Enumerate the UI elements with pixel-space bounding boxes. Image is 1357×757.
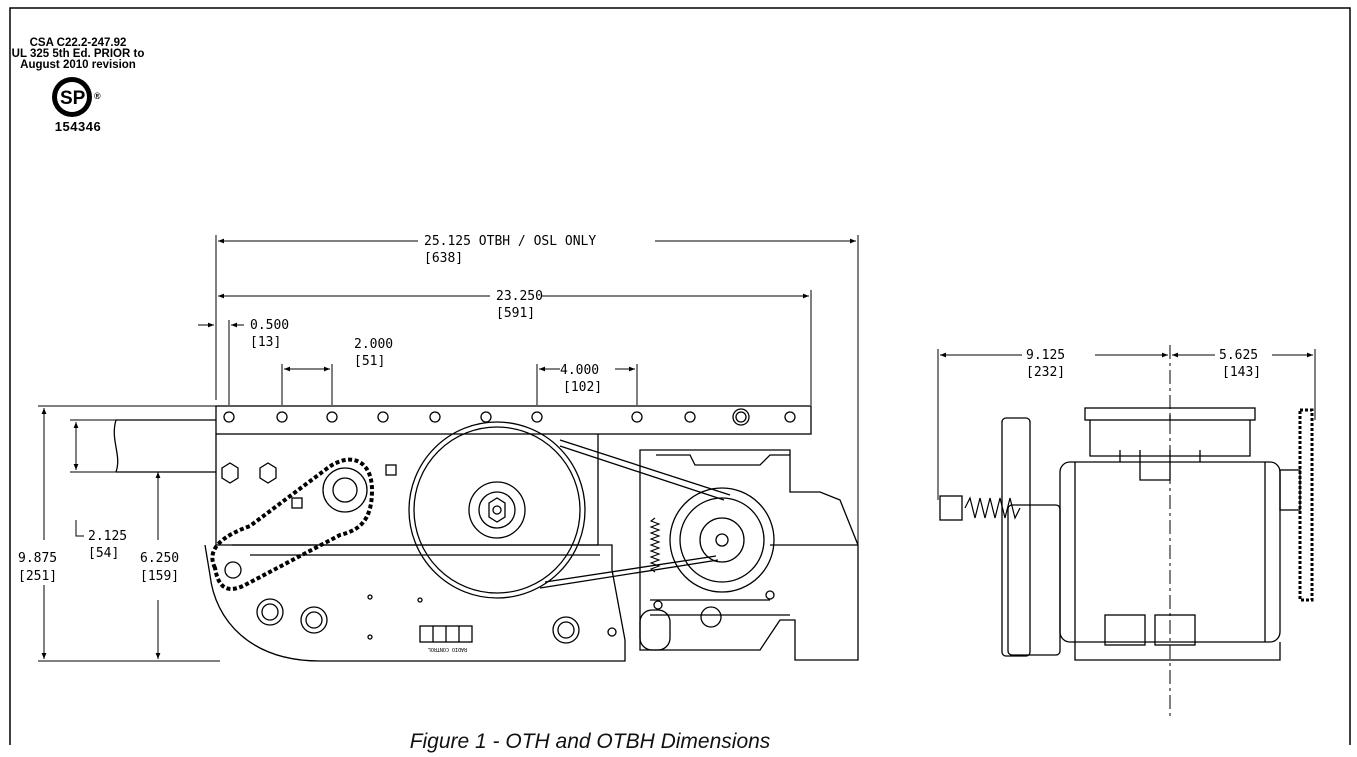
mount-height-metric: [159] <box>140 569 179 584</box>
motor-pulley <box>669 487 775 593</box>
dimension-length <box>218 290 812 405</box>
rail-height-metric: [54] <box>88 546 119 561</box>
drive-belt <box>539 439 731 589</box>
mounting-holes <box>223 408 796 426</box>
dimension-side-left <box>937 349 1168 500</box>
csa-logo-text: SP <box>60 88 86 109</box>
registered-mark: ® <box>94 91 101 101</box>
cert-standard-line3: August 2010 revision <box>20 59 136 71</box>
radio-control-label: RADIO CONTROL <box>428 646 467 652</box>
mount-height-value: 6.250 <box>140 551 179 566</box>
side-left-metric: [232] <box>1026 365 1065 380</box>
length-value: 23.250 <box>496 289 543 304</box>
operator-side-view <box>113 405 859 662</box>
hole-pitch-large-value: 4.000 <box>560 363 599 378</box>
hole-pitch-small-value: 2.000 <box>354 337 393 352</box>
edge-offset-value: 0.500 <box>250 318 289 333</box>
cert-number: 154346 <box>54 119 102 134</box>
side-right-metric: [143] <box>1222 365 1261 380</box>
length-metric: [591] <box>496 306 535 321</box>
edge-offset-metric: [13] <box>250 335 281 350</box>
drive-chain <box>210 457 375 591</box>
figure-caption: Figure 1 - OTH and OTBH Dimensions <box>409 730 771 753</box>
side-left-value: 9.125 <box>1026 348 1065 363</box>
dimension-hole-pitch-large <box>536 364 638 405</box>
dimension-rail-height <box>70 419 216 537</box>
csa-logo-icon: SP ® <box>52 77 101 117</box>
dimension-total-height <box>38 405 220 662</box>
chain-sprocket <box>322 467 368 513</box>
shaft-spring <box>964 496 1021 520</box>
cert-standard-line2: UL 325 5th Ed. PRIOR to <box>11 48 145 60</box>
dimension-edge-offset <box>198 320 244 405</box>
operator-end-view <box>939 407 1314 661</box>
overall-otbh-metric: [638] <box>424 251 463 266</box>
side-right-value: 5.625 <box>1219 348 1258 363</box>
certification-block: CSA C22.2-247.92 UL 325 5th Ed. PRIOR to… <box>8 37 148 134</box>
rail-height-value: 2.125 <box>88 529 127 544</box>
dimension-side-right <box>1172 349 1316 420</box>
page-border <box>9 7 1351 745</box>
total-height-metric: [251] <box>18 569 57 584</box>
cert-standard-line1: CSA C22.2-247.92 <box>29 37 127 49</box>
dimension-hole-pitch-small <box>281 364 333 405</box>
hole-pitch-small-metric: [51] <box>354 354 385 369</box>
total-height-value: 9.875 <box>18 551 57 566</box>
dimension-overall-otbh <box>215 235 859 545</box>
overall-otbh-value: 25.125 OTBH / OSL ONLY <box>424 234 596 249</box>
large-pulley <box>408 421 586 599</box>
hole-pitch-large-metric: [102] <box>563 380 602 395</box>
spring <box>649 517 661 573</box>
